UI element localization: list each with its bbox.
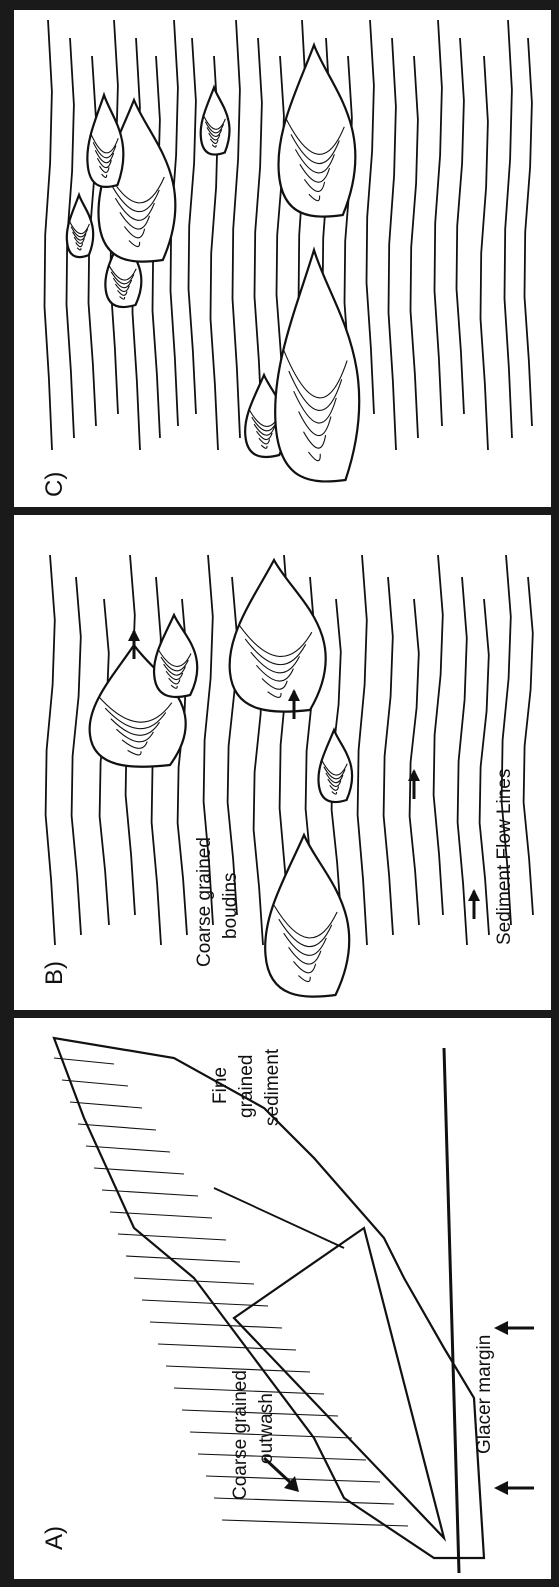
panel-c-flow-line	[389, 38, 397, 450]
panel-b-flow-line	[410, 599, 419, 925]
panel-b-diagram: Coarse grained boudins Sediment Flow Lin…	[14, 515, 551, 1010]
panel-c-flow-line	[435, 20, 443, 426]
flow-arrow-head	[468, 889, 480, 901]
panel-b-flow-line	[358, 555, 367, 945]
boudin-label-line-2: boudins	[220, 872, 241, 939]
panel-c-boudin-outline	[201, 88, 230, 155]
fine-sediment-label-line-1: Fine	[210, 1067, 231, 1104]
panel-a-sediment-wedge	[54, 1038, 534, 1573]
coarse-outwash-label-line-1: Coarse grained	[230, 1370, 251, 1500]
flow-lines-label: Sediment Flow Lines	[494, 769, 515, 945]
glacier-margin-label: Glacer margin	[474, 1335, 495, 1454]
margin-arrow-head	[494, 1321, 508, 1335]
flow-arrow-head	[128, 629, 140, 641]
panel-c-flow-line	[189, 38, 197, 414]
panel-c-boudin	[67, 195, 93, 257]
panel-c-boudin-outline	[275, 250, 359, 481]
panel-b: Coarse grained boudins Sediment Flow Lin…	[14, 515, 551, 1010]
panel-c-boudins	[67, 45, 359, 481]
panel-b-flow-line	[46, 555, 55, 945]
panel-c-flow-line	[505, 20, 513, 438]
panel-b-flow-line	[72, 577, 81, 935]
panel-c-flow-line	[457, 38, 465, 414]
panel-b-flow-line	[434, 555, 443, 915]
panel-b-flow-line	[480, 599, 489, 935]
fine-sediment-label-line-3: sediment	[262, 1048, 283, 1126]
panel-b-flow-line	[458, 577, 467, 945]
panel-c: C)	[14, 10, 551, 507]
fine-sediment-label-line-2: grained	[236, 1055, 257, 1118]
panel-b-boudin-outline	[318, 730, 352, 802]
panel-c-flow-line	[367, 20, 375, 414]
panel-b-flow-line	[384, 577, 393, 935]
panel-a-label: A)	[41, 1526, 68, 1550]
panel-c-flow-line	[45, 20, 53, 450]
panel-b-flow-line	[524, 577, 533, 915]
panel-b-flow-line	[100, 599, 109, 925]
panel-c-boudin	[278, 45, 355, 217]
panel-c-boudin-outline	[67, 195, 93, 257]
panel-c-flow-line	[255, 38, 263, 426]
panel-c-flow-line	[525, 38, 533, 426]
panel-a-diagram: Coarse grained outwash Fine grained sedi…	[14, 1018, 551, 1579]
panel-c-diagram: C)	[14, 10, 551, 507]
panel-c-label: C)	[41, 472, 68, 497]
panel-a: Coarse grained outwash Fine grained sedi…	[14, 1018, 551, 1579]
boudin-label-line-1: Coarse grained	[194, 837, 215, 967]
panel-c-flow-line	[481, 56, 489, 450]
panel-b-label: B)	[41, 961, 68, 985]
panel-b-boudin	[318, 730, 352, 802]
margin-arrow-head	[494, 1481, 508, 1495]
panel-b-flow-line	[228, 577, 237, 915]
panel-c-boudin	[275, 250, 359, 481]
panel-c-flow-line	[233, 20, 241, 438]
panel-c-boudin	[201, 88, 230, 155]
coarse-outwash-label-line-2: outwash	[256, 1393, 277, 1464]
panel-c-flow-line	[411, 56, 419, 438]
